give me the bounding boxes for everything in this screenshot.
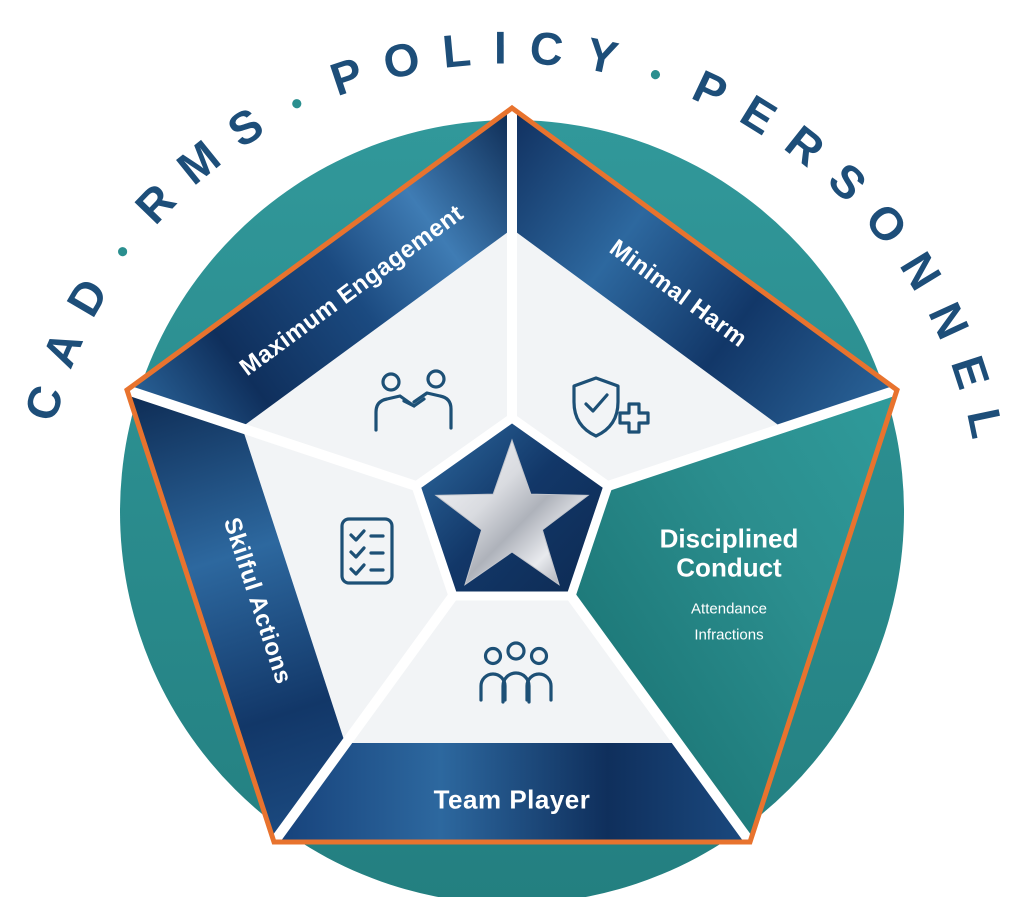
ring-bullet: • <box>644 55 687 100</box>
segment-bottom-band <box>274 733 750 842</box>
segment-top-left-band <box>127 108 512 430</box>
orange-pentagon-border <box>124 104 900 845</box>
ring-word-cad: CAD <box>14 251 129 427</box>
shield-plus-icon <box>572 376 650 438</box>
star-icon <box>434 438 590 586</box>
ring-bullet: • <box>284 75 329 122</box>
segment-right-wedge <box>571 390 897 842</box>
segment-separators <box>125 108 899 845</box>
ring-word-policy: POLICY <box>324 21 644 106</box>
ring-bullet: • <box>105 219 154 267</box>
team-icon <box>479 641 553 704</box>
segment-top-right-band <box>512 108 897 430</box>
segment-left-band <box>127 390 352 842</box>
checklist-icon <box>340 517 394 585</box>
handshake-icon <box>374 369 453 432</box>
